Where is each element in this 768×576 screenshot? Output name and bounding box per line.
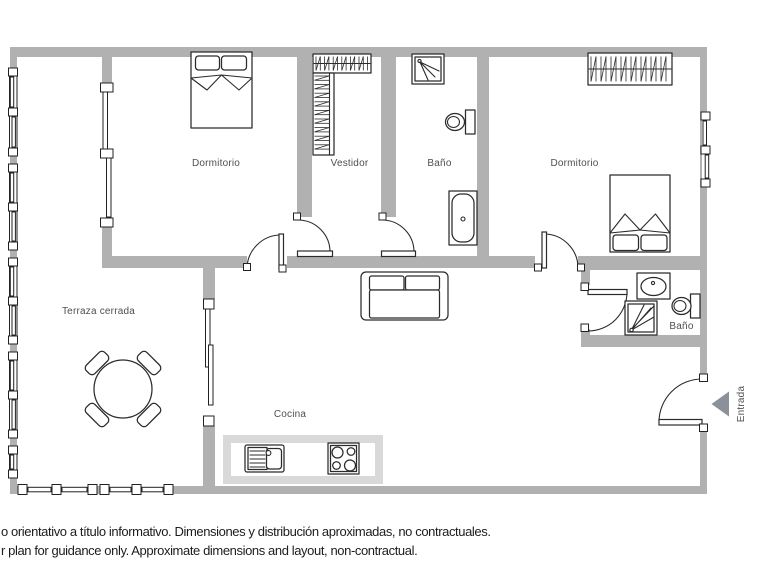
- double-bed-icon: [190, 51, 253, 129]
- wall: [581, 335, 707, 347]
- wall: [10, 486, 707, 494]
- wall: [700, 47, 707, 381]
- washbasin-icon: [636, 272, 671, 300]
- door-entrance: [658, 373, 708, 432]
- room-label-dormitorio2: Dormitorio: [550, 158, 598, 169]
- toilet-icon: [444, 109, 476, 135]
- entrance-arrow-icon: [711, 391, 729, 417]
- door-bano2: [580, 282, 628, 332]
- wall: [581, 270, 590, 285]
- room-label-terraza: Terraza cerrada: [62, 306, 135, 317]
- disclaimer-line-es: o orientativo a título informativo. Dime…: [1, 524, 491, 539]
- room-label-bano1: Baño: [427, 158, 451, 169]
- kitchen-sink-icon: [244, 444, 285, 473]
- wall: [381, 47, 396, 217]
- bathtub-icon: [448, 190, 478, 246]
- wall: [700, 431, 707, 494]
- door-dormitorio2: [534, 231, 585, 272]
- wall: [203, 256, 215, 299]
- wall: [12, 47, 707, 57]
- window-bottom-1: [17, 484, 98, 495]
- shower-icon: [624, 300, 658, 336]
- wall: [102, 256, 247, 268]
- window-terraza-dormitorio: [100, 82, 114, 228]
- wall: [578, 256, 707, 270]
- wardrobe-icon: [312, 53, 372, 156]
- disclaimer-line-en: r plan for guidance only. Approximate di…: [1, 543, 417, 558]
- room-label-dormitorio1: Dormitorio: [192, 158, 240, 169]
- shower-icon: [411, 53, 445, 85]
- door-dormitorio1: [243, 233, 287, 273]
- wall: [287, 256, 535, 268]
- door-vestidor: [293, 212, 334, 258]
- left-wall-windows: [8, 67, 18, 479]
- wall: [203, 426, 215, 486]
- dining-table-icon: [84, 350, 162, 428]
- double-bed-icon: [609, 174, 671, 253]
- hob-icon: [327, 442, 360, 475]
- window-bottom-2: [99, 484, 174, 495]
- window-dormitorio2: [700, 111, 711, 188]
- entrance-label: Entrada: [736, 386, 747, 423]
- room-label-vestidor: Vestidor: [331, 158, 369, 169]
- room-label-bano2: Baño: [669, 321, 693, 332]
- sofa-icon: [360, 271, 449, 321]
- window-terraza-cocina: [203, 298, 215, 427]
- wall: [297, 47, 312, 217]
- toilet-icon: [671, 293, 701, 319]
- walls: [10, 47, 707, 494]
- door-bano1: [378, 212, 417, 258]
- wardrobe-icon: [587, 52, 673, 86]
- wall: [477, 47, 489, 268]
- room-label-cocina: Cocina: [274, 409, 307, 420]
